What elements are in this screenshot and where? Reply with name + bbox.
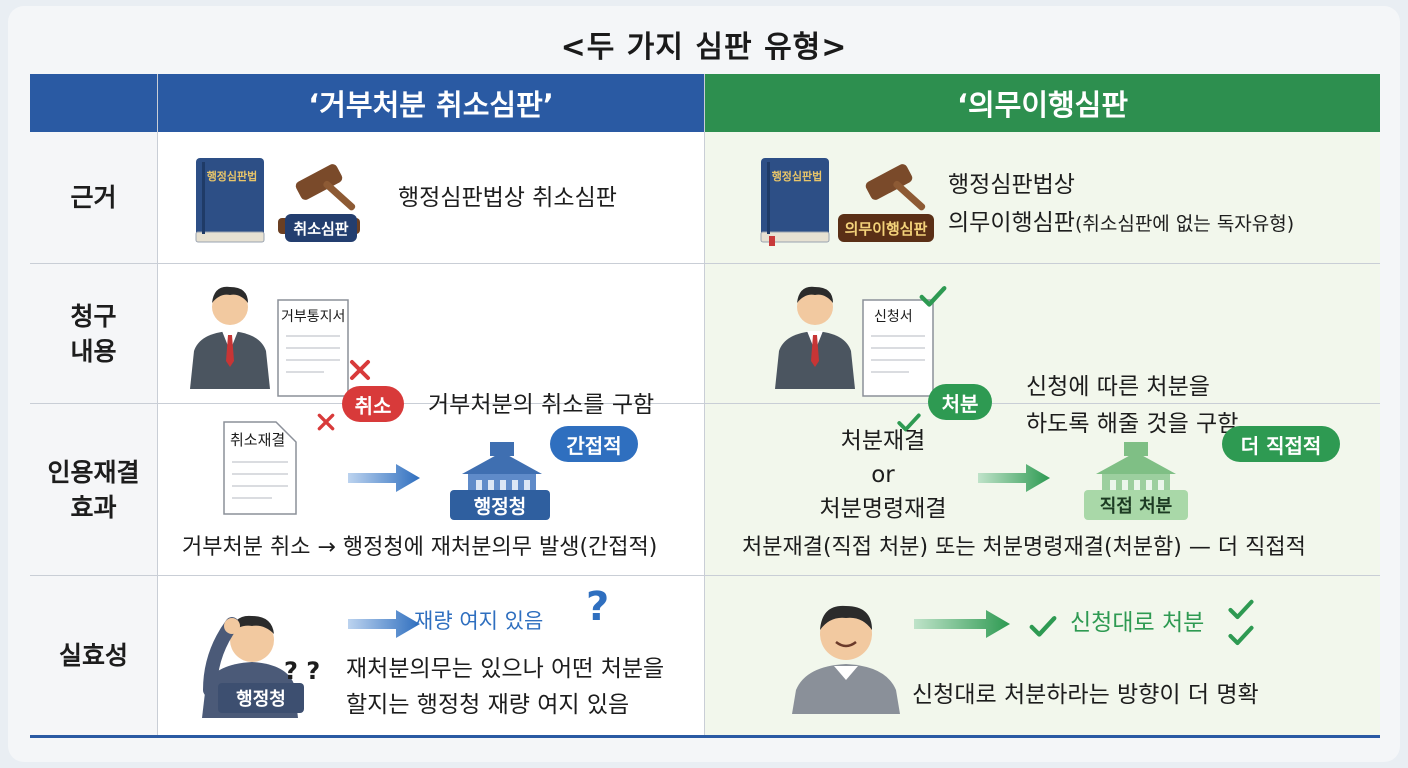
- effect-b-caption: 처분재결(직접 처분) 또는 처분명령재결(처분함) — 더 직접적: [742, 535, 1306, 560]
- document-icon: [277, 299, 349, 397]
- arrow-right-icon: [348, 610, 420, 638]
- row-label-basis: 근거: [70, 183, 117, 212]
- building-label-direct: 직접 처분: [1084, 490, 1188, 520]
- person-label-agency: 행정청: [218, 683, 304, 713]
- arrow-right-icon: [978, 464, 1050, 492]
- indirect-bubble: 간접적: [550, 426, 638, 462]
- discretion-label: 재량 여지 있음: [414, 609, 544, 633]
- claim-b-text-line1: 신청에 따른 처분을: [1026, 374, 1210, 400]
- building-label-agency: 행정청: [450, 490, 550, 520]
- cancellation-decision-title: 취소재결: [230, 431, 286, 449]
- row-label-claim: 청구 내용: [70, 301, 117, 366]
- book-title: 행정심판법: [772, 169, 823, 183]
- arrow-right-icon: [348, 464, 420, 492]
- option-disposition-decision: 처분재결: [840, 428, 926, 454]
- basis-b-text-line2: 의무이행심판(취소심판에 없는 독자유형): [948, 210, 1295, 236]
- effect-a-caption: 거부처분 취소 → 행정청에 재처분의무 발생(간접적): [182, 535, 658, 560]
- check-mark-icon: [1228, 625, 1254, 646]
- businessman-icon: [190, 286, 270, 389]
- or-text: or: [871, 462, 895, 488]
- check-mark-icon: [1228, 599, 1254, 620]
- row-divider: [30, 403, 1380, 404]
- application-form-title: 신청서: [874, 309, 913, 325]
- row-label-column: [30, 132, 157, 736]
- book-title: 행정심판법: [207, 169, 258, 183]
- more-direct-bubble: 더 직접적: [1222, 426, 1340, 462]
- claim-a-text: 거부처분의 취소를 구함: [428, 392, 655, 418]
- row-divider: [30, 575, 1380, 576]
- option-disposition-order-decision: 처분명령재결: [819, 496, 947, 522]
- header-obligation-performance: ‘의무이행심판: [705, 74, 1380, 132]
- arrow-right-icon: [914, 610, 1010, 638]
- row-label-effectiveness: 실효성: [58, 641, 128, 670]
- gavel-label-cancellation: 취소심판: [285, 214, 357, 242]
- header-refusal-cancellation: ‘거부처분 취소심판’: [158, 74, 704, 132]
- x-mark-icon: [350, 360, 370, 380]
- x-mark-icon: [317, 413, 335, 431]
- gavel-label-obligation: 의무이행심판: [838, 214, 934, 242]
- law-book-icon: 행정심판법: [195, 158, 265, 243]
- effectiveness-a-text-line1: 재처분의무는 있으나 어떤 처분을: [346, 656, 665, 682]
- basis-a-text: 행정심판법상 취소심판: [398, 185, 617, 211]
- law-book-icon: 행정심판법: [760, 158, 830, 246]
- page-title: <두 가지 심판 유형>: [560, 30, 848, 65]
- smiling-person-icon: [792, 605, 900, 714]
- column-divider: [157, 74, 158, 736]
- businessman-icon: [775, 286, 855, 389]
- refusal-notice-title: 거부통지서: [281, 309, 346, 325]
- question-marks: ? ?: [284, 657, 321, 685]
- table-bottom-border: [30, 735, 1380, 738]
- column-divider: [704, 74, 705, 736]
- header-corner: [30, 74, 157, 132]
- effectiveness-b-text: 신청대로 처분하라는 방향이 더 명확: [912, 682, 1259, 708]
- effectiveness-a-text-line2: 할지는 행정청 재량 여지 있음: [346, 692, 630, 718]
- check-mark-icon: [919, 286, 947, 307]
- document-icon: [223, 421, 297, 515]
- row-label-effect: 인용재결 효과: [47, 457, 140, 522]
- basis-b-text-line1: 행정심판법상: [948, 172, 1075, 198]
- document-icon: [862, 299, 934, 397]
- check-mark-icon: [1029, 616, 1057, 637]
- question-mark-icon: ?: [586, 584, 610, 630]
- disposition-badge: 처분: [928, 384, 992, 420]
- claim-b-text-line2: 하도록 해줄 것을 구함: [1026, 411, 1239, 437]
- comparison-table: ‘거부처분 취소심판’ ‘의무이행심판 근거 행정심판법 취소심판 행정심판법상…: [30, 74, 1380, 738]
- check-mark-icon: [897, 413, 921, 432]
- row-divider: [30, 263, 1380, 264]
- cancel-badge: 취소: [342, 386, 404, 422]
- as-requested-label: 신청대로 처분: [1070, 610, 1205, 636]
